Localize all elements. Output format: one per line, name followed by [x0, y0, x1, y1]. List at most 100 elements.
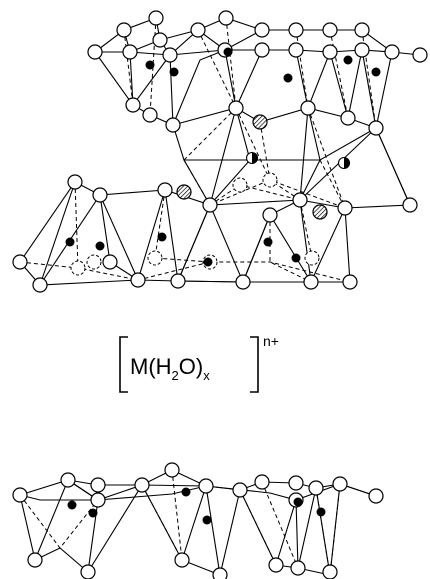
octahedral-cations — [245, 151, 351, 170]
upper-sheet-cations — [145, 47, 381, 83]
oxygen-atom — [162, 47, 178, 63]
oxygen-atom — [170, 273, 186, 289]
bottom-sheet-cations — [67, 487, 326, 525]
oxygen-atom — [300, 100, 316, 116]
silicon-atom — [157, 232, 167, 242]
right-bracket — [250, 336, 259, 393]
hidden-oxygen-atom — [304, 250, 320, 266]
bottom-sheet-oxygens — [12, 462, 384, 579]
oxygen-atom — [288, 475, 304, 491]
silicon-atom — [343, 55, 353, 65]
silicon-atom — [65, 237, 75, 247]
hidden-oxygen-atom — [147, 250, 163, 266]
hydrogen-symbol: H — [156, 354, 172, 379]
oxygen-atom — [342, 274, 358, 290]
oxygen-atom — [292, 192, 308, 208]
oxygen-atom — [125, 97, 141, 113]
oxygen-atom — [190, 22, 206, 38]
upper-sheet-oxygens — [87, 10, 428, 63]
oxygen-atom — [212, 567, 228, 579]
oxygen-atom — [332, 476, 348, 492]
oxygen-atom — [90, 477, 106, 493]
oxygen-atom — [27, 552, 43, 568]
silicon-atom — [169, 67, 179, 77]
oxygen-atom — [157, 182, 173, 198]
oxygen-atom — [148, 10, 164, 26]
metal-symbol: M — [130, 354, 148, 379]
oxygen-atom — [254, 42, 270, 58]
oxygen-atom — [87, 44, 103, 60]
oxygen-atom — [290, 560, 306, 576]
oxygen-atom — [235, 274, 251, 290]
oxygen-atom — [254, 474, 270, 490]
oxygen-atom — [262, 207, 278, 223]
oxygen-atom — [122, 44, 138, 60]
hidden-oxygen-atom — [232, 177, 248, 193]
oxygen-atom — [174, 552, 190, 568]
oxygen-atom — [268, 557, 284, 573]
oxygen-atom — [90, 492, 106, 508]
oxygen-atom — [152, 32, 168, 48]
oxygen-atom — [308, 480, 324, 496]
silicon-atom — [88, 508, 98, 518]
oxygen-atom — [354, 42, 370, 58]
lower-sheet-cations — [65, 232, 301, 267]
oxygen-atom — [12, 487, 28, 503]
silicon-atom — [291, 253, 301, 263]
oxygen-atom — [322, 22, 338, 38]
charge-superscript: n+ — [263, 333, 279, 349]
silicon-atom — [145, 60, 155, 70]
silicon-atom — [223, 47, 233, 57]
hidden-oxygen-atom — [262, 172, 278, 188]
svg-text:M(H2O)x: M(H2O)x — [130, 354, 210, 383]
oxygen-atom — [60, 472, 76, 488]
silicon-atom — [371, 67, 381, 77]
x-subscript: x — [203, 368, 210, 383]
octahedral-oxygens — [125, 97, 418, 213]
silicon-atom — [95, 241, 105, 251]
silicon-atom — [263, 237, 273, 247]
oxygen-atom — [354, 22, 370, 38]
oxygen-atom — [232, 482, 248, 498]
oxygen-atom — [228, 100, 244, 116]
oxygen-atom — [322, 564, 338, 579]
oxygen-atom — [12, 254, 28, 270]
oxygen-atom — [288, 42, 304, 58]
hydroxyl-atom — [252, 114, 268, 130]
oxygen-atom — [32, 277, 48, 293]
oxygen-atom — [142, 107, 158, 123]
oxygen-atom — [80, 564, 96, 579]
silicon-atom — [181, 487, 191, 497]
oxygen-atom — [340, 110, 356, 126]
open-paren: ( — [148, 354, 156, 379]
hydroxyl-atom — [176, 184, 192, 200]
oxygen-atom — [337, 200, 353, 216]
silicon-atom — [316, 507, 326, 517]
hidden-oxygen-atom — [70, 260, 86, 276]
aluminum-atom — [337, 156, 351, 170]
upper-silicate-layer — [12, 10, 428, 293]
oxygen-atom — [198, 478, 214, 494]
oxygen-atom — [116, 22, 132, 38]
oxygen-atom — [102, 254, 118, 270]
hidden-oxygen-atom — [86, 254, 102, 270]
oxygen-atom — [134, 477, 150, 493]
silicon-atom — [293, 497, 303, 507]
oxygen-symbol: O — [179, 354, 196, 379]
silicon-atom — [202, 515, 212, 525]
oxygen-atom — [368, 488, 384, 504]
oxygen-atom — [164, 462, 180, 478]
hydroxyl-atom — [312, 204, 328, 220]
oxygen-atom — [412, 47, 428, 63]
oxygen-atom — [368, 120, 384, 136]
silicon-atom — [283, 73, 293, 83]
oxygen-atom — [384, 44, 400, 60]
silicon-atom — [67, 500, 77, 510]
oxygen-atom — [303, 274, 319, 290]
aluminum-atom — [245, 151, 259, 165]
oxygen-atom — [218, 10, 234, 26]
hydroxyl-groups — [176, 114, 328, 220]
bottom-tetrahedral-sheet — [12, 462, 384, 579]
oxygen-atom — [165, 117, 181, 133]
